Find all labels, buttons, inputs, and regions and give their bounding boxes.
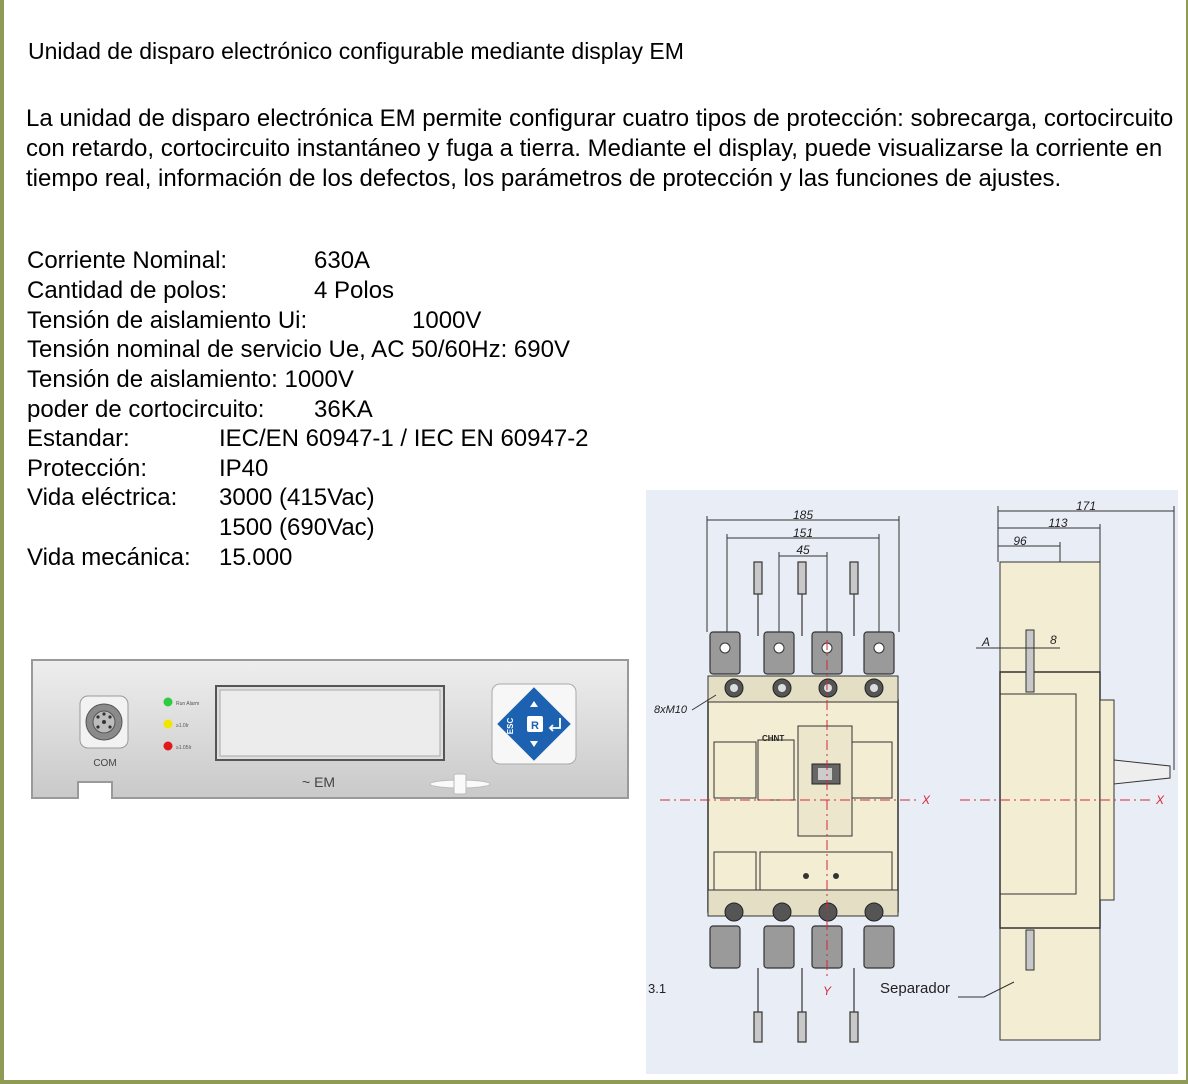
spec-polos-value: 4 Polos [314, 277, 395, 304]
page-frame-left [0, 0, 4, 1084]
axis-x-front-label: X [921, 793, 931, 807]
spec-ui-label: Tensión de aislamiento Ui: [27, 307, 308, 334]
brand-label: CHNT [762, 734, 784, 743]
keypad: R ESC [491, 683, 577, 765]
top-terminal-rods [753, 561, 859, 636]
dimension-151: 151 [793, 526, 813, 540]
axis-y-label: Y [823, 984, 832, 998]
down-arrow-icon [530, 741, 538, 747]
front-indicator-dot-right [833, 873, 839, 879]
spec-corriente-label: Corriente Nominal: [27, 247, 228, 274]
separator-label: Separador [880, 980, 950, 997]
spec-ue-line: Tensión nominal de servicio Ue, AC 50/60… [27, 336, 570, 363]
led-overload-label: ≥1.0Ir [176, 723, 189, 729]
screw-spec-label: 8xM10 [654, 704, 688, 716]
dimension-96: 96 [1013, 534, 1027, 548]
spec-poder-label: poder de cortocircuito: [27, 396, 265, 423]
side-body-panel [999, 693, 1077, 895]
side-bottom-rod [1025, 929, 1035, 971]
enter-arrow-icon [548, 718, 561, 732]
com-port-icon [79, 695, 129, 749]
screw-spec-leader [691, 694, 717, 711]
trip-led [163, 741, 173, 751]
bottom-busbars [709, 925, 895, 969]
separator-leader [958, 981, 1015, 998]
side-top-rod [1025, 629, 1035, 693]
bottom-terminal-screws [724, 902, 884, 922]
spec-ui-value: 1000V [412, 307, 482, 334]
handle-plus-icon [429, 773, 491, 795]
run-alarm-led [163, 697, 173, 707]
dimension-lines-side [997, 506, 1175, 770]
top-terminal-screw-heads [730, 684, 878, 692]
overload-led [163, 719, 173, 729]
side-lower-separator [999, 927, 1101, 1041]
spec-estandar-label: Estandar: [27, 425, 130, 452]
spec-corriente-value: 630A [314, 247, 371, 274]
spec-vida-mecanica-label: Vida mecánica: [27, 544, 191, 571]
page-frame-bottom [0, 1080, 1188, 1084]
em-label: ~ EM [302, 774, 335, 790]
esc-key: ESC [506, 718, 515, 735]
page-frame-right [1186, 0, 1188, 1084]
dimension-185: 185 [793, 508, 813, 522]
spec-aislamiento-line: Tensión de aislamiento: 1000V [27, 366, 354, 393]
spec-vida-electrica-value-1: 3000 (415Vac) [219, 484, 375, 511]
label-8: 8 [1050, 633, 1057, 647]
spec-vida-electrica-value-2: 1500 (690Vac) [219, 514, 375, 541]
bottom-terminal-rods [753, 968, 859, 1043]
up-arrow-icon [530, 701, 538, 707]
label-a: A [981, 635, 990, 649]
axis-x-side-label: X [1155, 793, 1165, 807]
spec-proteccion-value: IP40 [219, 455, 269, 482]
spec-vida-mecanica-value: 15.000 [219, 544, 293, 571]
dimension-45: 45 [796, 543, 810, 557]
trip-unit-panel-illustration: COM Run Alarm ≥1.0Ir ≥1.05Ir ~ EM R ESC [31, 659, 629, 799]
side-upper-separator [999, 561, 1101, 675]
spec-vida-electrica-label: Vida eléctrica: [27, 484, 178, 511]
spec-polos-label: Cantidad de polos: [27, 277, 228, 304]
com-label: COM [93, 758, 116, 769]
dimension-113: 113 [1048, 516, 1067, 530]
description-paragraph: La unidad de disparo electrónica EM perm… [26, 105, 1174, 192]
dimension-171: 171 [1076, 499, 1096, 513]
spec-estandar-value: IEC/EN 60947-1 / IEC EN 60947-2 [219, 425, 589, 452]
breaker-dimension-drawing: 185 151 45 8xM10 CHNT X Y 3.1 [646, 490, 1178, 1074]
spec-proteccion-label: Protección: [27, 455, 148, 482]
led-run-alarm-label: Run Alarm [176, 701, 199, 707]
figure-reference: 3.1 [648, 981, 666, 996]
side-handle [1113, 759, 1171, 785]
led-trip-label: ≥1.05Ir [176, 745, 192, 751]
section-heading: Unidad de disparo electrónico configurab… [28, 38, 684, 64]
dimension-lines-front [706, 516, 900, 632]
spec-poder-value: 36KA [314, 396, 373, 423]
r-key: R [531, 720, 539, 732]
front-indicator-dot-left [803, 873, 809, 879]
